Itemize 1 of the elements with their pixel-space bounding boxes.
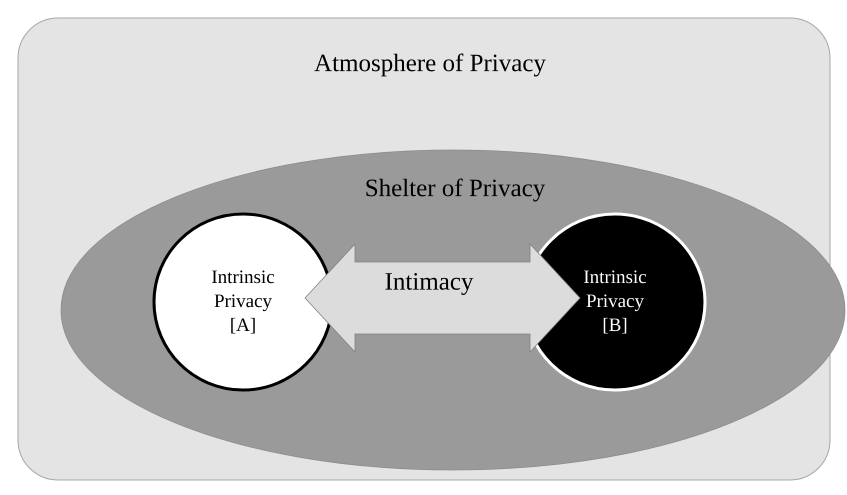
edge-label: Intimacy — [384, 272, 474, 296]
